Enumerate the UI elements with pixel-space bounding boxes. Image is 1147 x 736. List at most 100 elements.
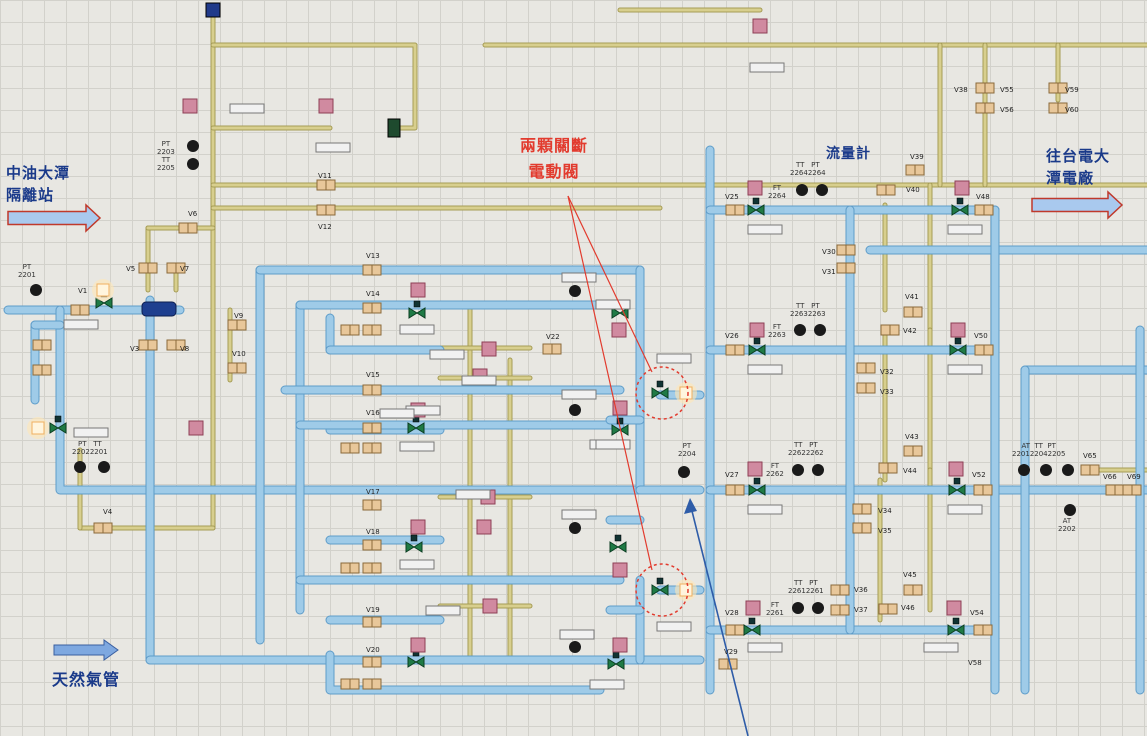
instrument-dot bbox=[569, 285, 581, 297]
valve-label: V48 bbox=[976, 193, 990, 201]
instrument-dot bbox=[796, 184, 808, 196]
tag-ft2262: FT 2262 bbox=[766, 462, 784, 478]
valve-label: V39 bbox=[910, 153, 924, 161]
tag-label-box bbox=[461, 375, 497, 386]
motor-valve bbox=[748, 344, 766, 356]
motor-valve bbox=[951, 204, 969, 216]
motor-valve bbox=[747, 204, 765, 216]
status-lamp bbox=[31, 421, 45, 435]
valve-label: V41 bbox=[905, 293, 919, 301]
tag-label-box bbox=[63, 319, 99, 330]
valve-label: V29 bbox=[724, 648, 738, 656]
alarm-indicator bbox=[612, 562, 628, 578]
motor-valve-actuator bbox=[612, 651, 620, 659]
valve-label: V15 bbox=[366, 371, 380, 379]
instrument-dot bbox=[569, 404, 581, 416]
tag-label-box bbox=[561, 509, 597, 520]
tag-label-box bbox=[425, 605, 461, 616]
gas-pipe-label: 天然氣管 bbox=[52, 670, 121, 689]
instrument-dot bbox=[187, 158, 199, 170]
motor-valve-actuator bbox=[954, 337, 962, 345]
instrument-dot bbox=[792, 464, 804, 476]
tag-label-box bbox=[73, 427, 109, 438]
tag-label-box bbox=[947, 504, 983, 515]
motor-valve bbox=[49, 422, 67, 434]
motor-valve bbox=[743, 624, 761, 636]
valve-label: V17 bbox=[366, 488, 380, 496]
pointer-line bbox=[567, 195, 653, 571]
flowmeter-label: 流量計 bbox=[826, 146, 871, 162]
tag-label-box bbox=[399, 559, 435, 570]
valve-label: V19 bbox=[366, 606, 380, 614]
valve-label: V43 bbox=[905, 433, 919, 441]
tag-label-box bbox=[561, 272, 597, 283]
valve-label: V36 bbox=[854, 586, 868, 594]
alarm-indicator bbox=[612, 637, 628, 653]
motor-valve-actuator bbox=[54, 415, 62, 423]
valve-label: V27 bbox=[725, 471, 739, 479]
valve-label: V5 bbox=[126, 265, 136, 273]
alarm-indicator bbox=[482, 598, 498, 614]
alarm-indicator bbox=[410, 519, 426, 535]
motor-valve-actuator bbox=[952, 617, 960, 625]
motor-valve bbox=[407, 422, 425, 434]
tag-label-box bbox=[656, 353, 692, 364]
instrument-dot bbox=[569, 522, 581, 534]
valve-label: V8 bbox=[180, 345, 190, 353]
valve-label: V52 bbox=[972, 471, 986, 479]
motor-valve-actuator bbox=[752, 197, 760, 205]
instrument-dot bbox=[187, 140, 199, 152]
motor-valve-actuator bbox=[753, 337, 761, 345]
valve-label: V3 bbox=[130, 345, 140, 353]
tag-pt2203-tt2205: PT 2203 TT 2205 bbox=[157, 140, 175, 172]
motor-valve bbox=[651, 387, 669, 399]
thin-pipe bbox=[211, 43, 417, 130]
valve-label: V13 bbox=[366, 252, 380, 260]
motor-valve bbox=[607, 658, 625, 670]
motor-valve-actuator bbox=[656, 577, 664, 585]
destination-flow-arrow bbox=[1031, 190, 1124, 220]
pointer-line bbox=[567, 195, 653, 373]
motor-valve-actuator bbox=[953, 477, 961, 485]
tag-pt2202-tt2201: PT TT 22022201 bbox=[72, 440, 108, 456]
tag-label-box bbox=[559, 629, 595, 640]
instrument-dot bbox=[816, 184, 828, 196]
instrument-dot bbox=[1018, 464, 1030, 476]
gas-pipe-legend-arrow bbox=[53, 639, 119, 661]
alarm-indicator bbox=[948, 461, 964, 477]
valve-label: V20 bbox=[366, 646, 380, 654]
tag-pt2204: PT 2204 bbox=[678, 442, 696, 458]
valve-label: V34 bbox=[878, 507, 892, 515]
valve-label: V50 bbox=[974, 332, 988, 340]
valve-label: V59 bbox=[1065, 86, 1079, 94]
motor-valve-actuator bbox=[748, 617, 756, 625]
tag-label-box bbox=[315, 142, 351, 153]
tag-label-box bbox=[379, 408, 415, 419]
motor-valve bbox=[948, 484, 966, 496]
destination-label: 往台電大 潭電廠 bbox=[1046, 147, 1111, 187]
motor-valve-actuator bbox=[753, 477, 761, 485]
source-flow-arrow bbox=[7, 203, 102, 233]
pointer-arrow-head bbox=[684, 498, 697, 514]
motor-valve-actuator bbox=[614, 534, 622, 542]
motor-valve-actuator bbox=[410, 534, 418, 542]
tag-label-box bbox=[747, 224, 783, 235]
tag-pt2201: PT 2201 bbox=[18, 263, 36, 279]
tag-label-box bbox=[947, 224, 983, 235]
tag-label-box bbox=[595, 439, 631, 450]
instrument-dot bbox=[30, 284, 42, 296]
tag-tt2263-pt2263: TT PT 22632263 bbox=[790, 302, 826, 318]
valve-label: V44 bbox=[903, 467, 917, 475]
valve-label: V55 bbox=[1000, 86, 1014, 94]
highlight-circle bbox=[635, 366, 689, 420]
valve-label: V11 bbox=[318, 172, 332, 180]
valve-label: V46 bbox=[901, 604, 915, 612]
tag-label-box bbox=[595, 299, 631, 310]
tag-label-box bbox=[589, 679, 625, 690]
motor-valve bbox=[408, 307, 426, 319]
motor-valve bbox=[947, 624, 965, 636]
tag-at2201-group: AT TT PT 220122042205 bbox=[1012, 442, 1066, 458]
motor-valve bbox=[651, 584, 669, 596]
instrument-dot bbox=[792, 602, 804, 614]
